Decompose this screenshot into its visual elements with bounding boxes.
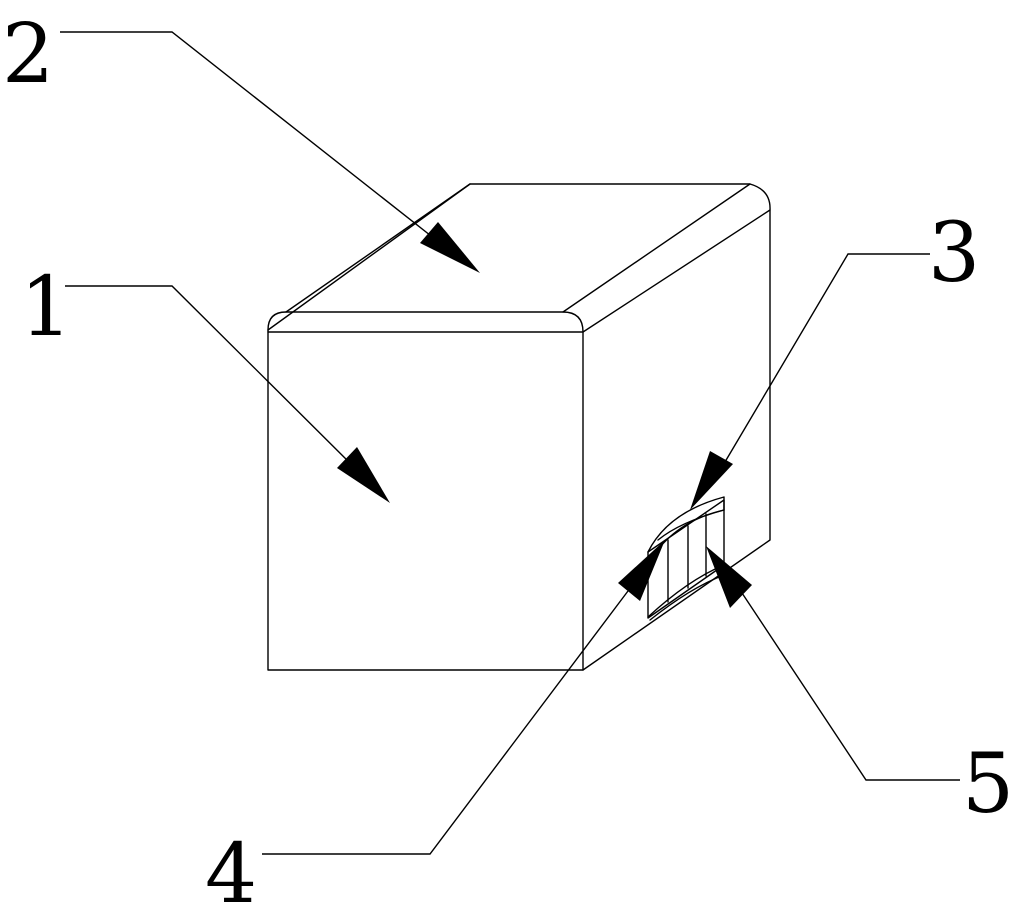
callout-number-3: 3 [928, 206, 980, 301]
callout-1: 1 [20, 260, 390, 503]
callout-2: 2 [2, 7, 480, 273]
callout-5: 5 [706, 546, 1014, 832]
callout-4: 4 [205, 540, 665, 911]
front-face [267, 311, 584, 671]
callout-number-1: 1 [20, 260, 72, 355]
leader-line-3 [721, 253, 930, 468]
callout-3: 3 [690, 206, 980, 510]
leader-line-2 [60, 31, 441, 244]
leader-line-4 [262, 590, 629, 855]
callout-number-5: 5 [962, 737, 1014, 832]
top-back-edge-line [562, 183, 751, 313]
arrowhead-1 [337, 447, 390, 503]
top-face [267, 183, 771, 333]
leader-line-5 [741, 592, 960, 781]
arrowhead-2 [420, 222, 480, 273]
upper-louver-inner [657, 509, 725, 541]
callout-number-4: 4 [205, 827, 257, 911]
arrowhead-5 [706, 546, 752, 608]
arrowhead-4 [618, 540, 665, 601]
arrowhead-3 [690, 451, 733, 510]
top-front-edge-line [285, 183, 471, 313]
box-housing [267, 183, 771, 671]
upper-louver [647, 496, 725, 553]
leader-line-1 [65, 285, 361, 474]
callout-number-2: 2 [2, 7, 54, 102]
side-face [582, 209, 771, 671]
